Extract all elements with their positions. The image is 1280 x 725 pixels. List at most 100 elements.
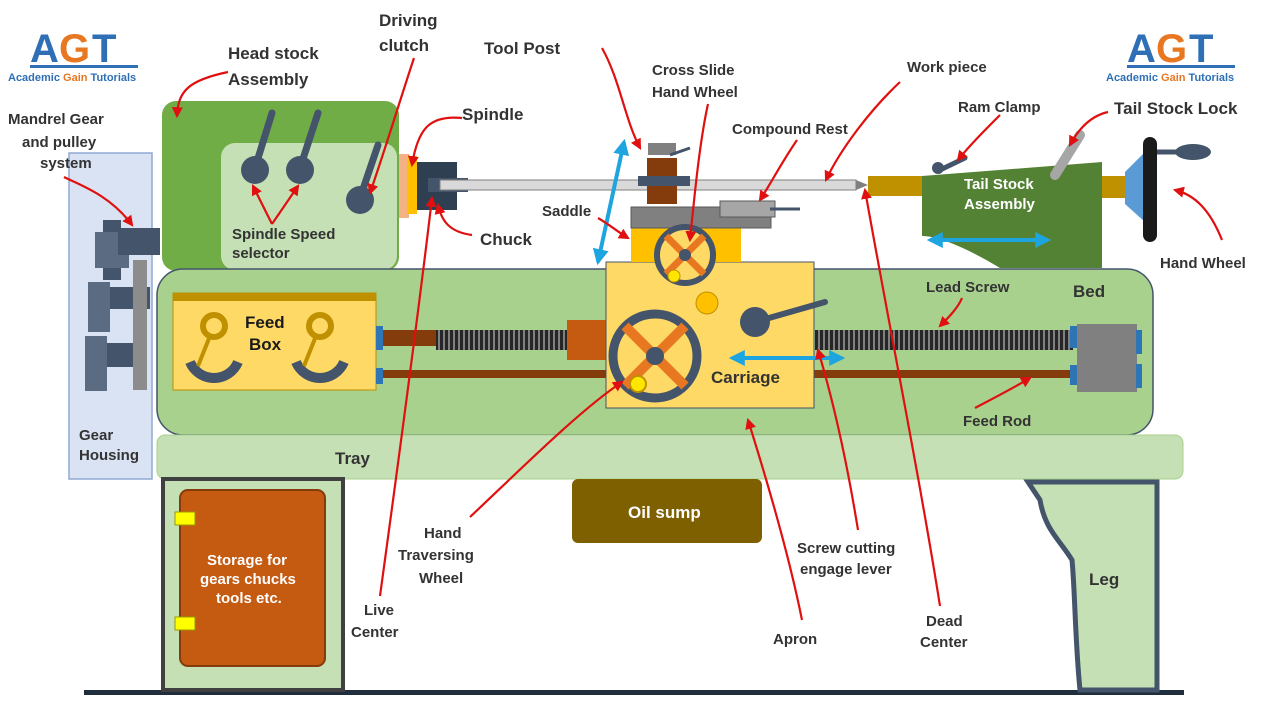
label-screw-cutting-2: engage lever [800,561,892,578]
leader-lead-screw [938,297,964,328]
label-storage-1: Storage for [207,552,287,569]
label-tool-post: Tool Post [484,39,561,58]
lead-screw-right [815,330,1073,350]
label-hand-traversing-2: Traversing [398,547,474,564]
label-ram-clamp: Ram Clamp [958,99,1041,116]
speed-lever-knob-1 [241,156,269,184]
gear-train [85,220,160,391]
lead-screw-left [436,330,608,350]
end-bracket [1077,324,1137,392]
logo-right: A G T Academic Gain Tutorials [1106,27,1235,84]
feed-rod-bearing-right [1070,365,1078,385]
label-gear-housing-2: Housing [79,447,139,464]
feed-box-dial-1 [185,312,243,383]
carriage-nut [567,320,612,360]
label-hand-wheel: Hand Wheel [1160,255,1246,272]
speed-lever-knob-2 [286,156,314,184]
leader-spindle [407,116,463,168]
hinge-bottom [174,616,196,631]
logo-left-t: T [92,27,116,71]
leg [1023,479,1160,693]
logo-right-g: G [1156,27,1187,71]
pulley-bar [133,260,147,390]
label-feed-box-2: Box [249,335,282,354]
leader-mandrel [63,176,134,227]
feed-box-dial-2 [291,312,349,383]
logo-right-rule [1127,65,1235,68]
label-tail-stock-assembly-2: Assembly [964,196,1036,213]
label-live-center-1: Live [364,602,394,619]
logo-left-rule [30,65,138,68]
label-apron: Apron [773,631,817,648]
leader-hand-traversing [469,380,624,518]
tail-screw-housing [1102,176,1127,198]
label-cross-slide-1: Cross Slide [652,62,735,79]
tool-post-top [648,143,676,155]
label-bed: Bed [1073,282,1105,301]
label-carriage: Carriage [711,368,780,387]
spindle-collar [399,154,409,218]
label-dead-center-2: Center [920,634,968,651]
logo-right-a: A [1127,27,1156,71]
label-feed-box-1: Feed [245,313,285,332]
dead-center-tip [856,180,868,190]
label-leg: Leg [1089,570,1119,589]
logo-left-subtitle: Academic Gain Tutorials [8,72,136,84]
label-gear-housing-1: Gear [79,427,113,444]
leader-screw-cutting [815,347,860,531]
label-hand-traversing-3: Wheel [419,570,463,587]
leader-cross-slide [685,103,710,243]
hand-traversing-wheel [608,309,702,403]
label-mandrel-3: system [40,155,92,172]
leader-tool-post [601,47,642,150]
hand-wheel-hub [1125,152,1145,222]
speed-selector-levers [241,109,382,214]
oil-sump [572,479,762,543]
leader-ram-clamp [956,114,1001,162]
label-tray: Tray [335,449,371,468]
label-storage-2: gears chucks [200,571,296,588]
logo-left-a: A [30,27,59,71]
leader-apron [745,417,804,621]
label-spindle: Spindle [462,105,523,124]
label-storage-3: tools etc. [216,590,282,607]
leader-saddle [597,217,630,240]
label-saddle: Saddle [542,203,591,220]
leader-dead-center [861,187,942,607]
tray [156,434,1184,480]
saddle-motion-arrow [592,138,630,266]
storage-door [179,489,326,667]
end-bracket-cap-1 [1136,330,1142,354]
label-live-center-2: Center [351,624,399,641]
leader-work-piece [824,81,901,182]
label-mandrel-1: Mandrel Gear [8,111,104,128]
leader-headstock [171,70,229,119]
label-headstock-1: Head stock [228,44,319,63]
lead-screw-bearing-right [1070,326,1078,348]
tail-quill [868,176,924,196]
logo-right-t: T [1189,27,1213,71]
hand-wheel-grip [1175,144,1211,160]
label-work-piece: Work piece [907,59,987,76]
lead-screw-bearing-left [376,326,383,350]
apron-knob [695,291,719,315]
leader-compound-rest [758,139,798,202]
compound-rest [719,200,776,218]
label-tail-stock-assembly-1: Tail Stock [964,176,1034,193]
tool-post-clamp [638,176,690,186]
label-mandrel-2: and pulley [22,134,97,151]
leader-chuck [434,202,473,237]
gear-3 [85,336,107,391]
label-lead-screw: Lead Screw [926,279,1010,296]
label-headstock-2: Assembly [228,70,309,89]
screw-cutting-lever [740,299,828,337]
leader-spindle-speed-2 [271,184,300,225]
label-compound-rest: Compound Rest [732,121,848,138]
logo-left-g: G [59,27,90,71]
feed-rod-bearing-left [376,368,383,384]
spindle-nose [407,156,417,214]
hand-wheel-rim [1143,137,1157,242]
logo-right-subtitle: Academic Gain Tutorials [1106,72,1234,84]
